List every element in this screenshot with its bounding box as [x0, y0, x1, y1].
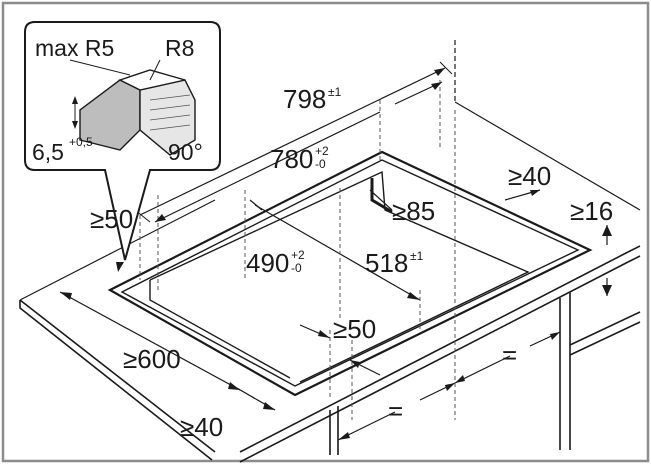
worktop-depth-label: ≥600 [123, 344, 181, 374]
side-clearance-label: ≥50 [90, 204, 133, 234]
profile-detail-callout [24, 21, 221, 261]
back-clearance-label: ≥40 [508, 161, 551, 191]
dimension-labels: 798 ±1 780 +2 -0 490 +2 -0 518 ±1 ≥40 ≥8… [90, 84, 613, 442]
cutout-width-tol-lower: -0 [315, 157, 326, 171]
callout-labels: max R5 R8 6,5 +0,5 90° [32, 35, 203, 165]
equal-right-label: = [502, 340, 517, 370]
front-clearance-label: ≥50 [333, 314, 376, 344]
depth-value: 6,5 [32, 139, 64, 165]
cutout-depth-tol-lower: -0 [291, 261, 302, 275]
outer-width-tolerance: ±1 [328, 85, 342, 99]
cutout-depth-tol-upper: +2 [291, 248, 305, 262]
cutout-width-tol-upper: +2 [315, 144, 329, 158]
cutout-depth-value: 490 [246, 248, 289, 278]
worktop [19, 101, 641, 463]
outer-depth-tolerance: ±1 [410, 249, 424, 263]
front-edge-label: ≥40 [180, 412, 223, 442]
profile-section-icon [69, 59, 196, 156]
extension-lines [139, 80, 456, 420]
radius-label: max R5 [35, 35, 114, 61]
outer-width-value: 798 [283, 84, 326, 114]
arrowheads [60, 68, 612, 440]
depth-tolerance: +0,5 [69, 135, 93, 149]
cabinet [329, 292, 641, 455]
equal-left-label: = [388, 396, 403, 426]
outer-depth-value: 518 [365, 248, 408, 278]
cutout-outline [107, 150, 593, 397]
cutout-width-value: 780 [270, 144, 313, 174]
angle-label: 90° [168, 139, 203, 165]
worktop-thickness-label: ≥16 [570, 196, 613, 226]
outer-radius-label: R8 [165, 35, 194, 61]
rear-distance-label: ≥85 [392, 196, 435, 226]
